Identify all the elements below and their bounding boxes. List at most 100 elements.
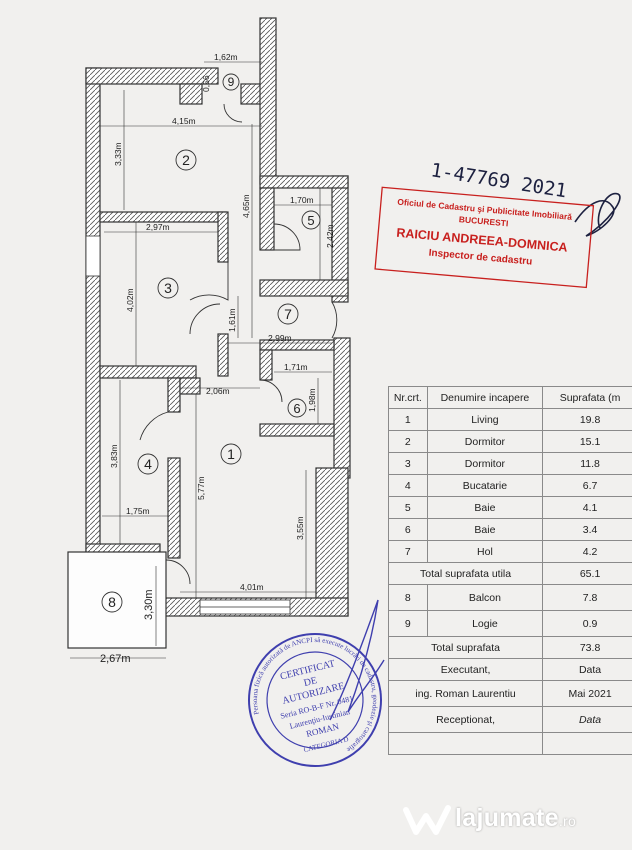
wall-kitchen-right-low [167,457,181,559]
executant-row: Executant, Data [387,658,632,681]
lajumate-watermark: lajumate.ro [400,800,630,840]
wall-room3-right [217,211,229,263]
watermark-text: lajumate.ro [455,804,577,832]
cell-nr: 5 [388,496,428,519]
receptionat-label: Receptionat, [387,706,544,733]
wall-room3-bottom [99,365,197,379]
room-number-2: 2 [175,149,197,171]
room-number-4: 4 [137,453,159,475]
wall-west [85,67,101,559]
cell-name: Bucatarie [426,474,544,497]
table-row: 4 Bucatarie 6.7 [388,474,632,497]
cell-nr: 1 [388,408,428,431]
wall-east-mid [333,337,351,479]
cell-area: 0.9 [542,610,632,637]
room-number-1: 1 [220,443,242,465]
cell-area: 6.7 [542,474,632,497]
cell-name: Baie [426,496,544,519]
blue-signature-scribble [329,599,385,721]
floor-plan: 1,62m 0,56 4,15m 3,33m 4,65m 1,70m 2,42m… [67,17,351,665]
cell-name: Baie [426,518,544,541]
cell-name: Hol [426,540,544,563]
header-name: Denumire incapere [426,386,544,409]
wall-room3-right-low [217,333,229,377]
cell-nr: 9 [388,610,428,637]
wall-bath6-left [259,349,273,381]
dim-2-42: 2,42m [325,224,335,248]
wall-kitchen-right [167,377,181,413]
dim-1-62: 1,62m [214,52,238,62]
cell-nr: 8 [388,584,428,611]
cell-nr: 7 [388,540,428,563]
cell-nr: 6 [388,518,428,541]
handwritten-signature-scribble [574,193,621,237]
dim-1-75: 1,75m [126,506,150,516]
header-nr: Nr.crt. [388,386,428,409]
wall-north [85,67,219,85]
cell-name: Dormitor [426,430,544,453]
total-utila-row: Total suprafata utila 65.1 [387,562,632,585]
wall-room3-top [99,211,227,223]
svg-text:6: 6 [293,401,300,416]
dim-4-02: 4,02m [125,288,135,312]
empty-cell [387,732,544,755]
door-bath6 [259,379,283,403]
cell-name: Living [426,408,544,431]
dim-4-01: 4,01m [240,582,264,592]
dim-3-33: 3,33m [113,142,123,166]
svg-text:5: 5 [307,213,314,228]
total-utila-value: 65.1 [542,562,632,585]
door-room3 [189,303,221,335]
cell-name: Balcon [426,584,544,611]
dim-2-97: 2,97m [146,222,170,232]
table-row: 8 Balcon 7.8 [388,584,632,611]
engineer-date: Mai 2021 [542,680,632,707]
dim-3-55: 3,55m [295,516,305,540]
svg-text:3: 3 [164,280,172,296]
lajumate-logo-icon [403,805,451,835]
wall-bath6-top [259,339,335,351]
dim-1-70: 1,70m [290,195,314,205]
table-row: 6 Baie 3.4 [388,518,632,541]
wall-north-left-stub [179,83,203,105]
dim-1-61: 1,61m [227,308,237,332]
wall-east-lower [315,467,349,617]
total-utila-label: Total suprafata utila [387,562,544,585]
wall-bath5-bottom [259,279,349,297]
dim-2-99: 2,99m [268,333,292,343]
dim-1-98: 1,98m [307,388,317,412]
wall-bath5-left [259,187,275,251]
svg-text:1: 1 [227,446,235,462]
dim-4-15: 4,15m [172,116,196,126]
dim-2-67: 2,67m [100,653,131,665]
room-number-3: 3 [157,277,179,299]
table-row: 3 Dormitor 11.8 [388,452,632,475]
dim-0-56: 0,56 [201,75,211,92]
cell-area: 11.8 [542,452,632,475]
dim-3-30: 3,30m [143,589,155,620]
engineer-name: ing. Roman Laurentiu [387,680,544,707]
table-header-row: Nr.crt. Denumire incapere Suprafata (m [388,386,632,409]
balcony-room [67,551,167,649]
executant-label: Executant, [387,658,544,681]
cell-area: 7.8 [542,584,632,611]
door-balcony [165,559,191,585]
room-number-6: 6 [287,398,307,418]
dim-5-77: 5,77m [196,476,206,500]
door-room2 [189,262,229,301]
dimension-lines [70,61,332,659]
table-row: 7 Hol 4.2 [388,540,632,563]
room-number-5: 5 [301,210,321,230]
cell-nr: 2 [388,430,428,453]
dim-4-65: 4,65m [241,194,251,218]
total-value: 73.8 [542,636,632,659]
wall-bath6-bottom [259,423,335,437]
cell-area: 4.1 [542,496,632,519]
cell-area: 3.4 [542,518,632,541]
dim-3-83: 3,83m [109,444,119,468]
table-row [387,732,632,755]
dim-1-71: 1,71m [284,362,308,372]
cell-area: 19.8 [542,408,632,431]
cell-nr: 3 [388,452,428,475]
table-row: 1 Living 19.8 [388,408,632,431]
